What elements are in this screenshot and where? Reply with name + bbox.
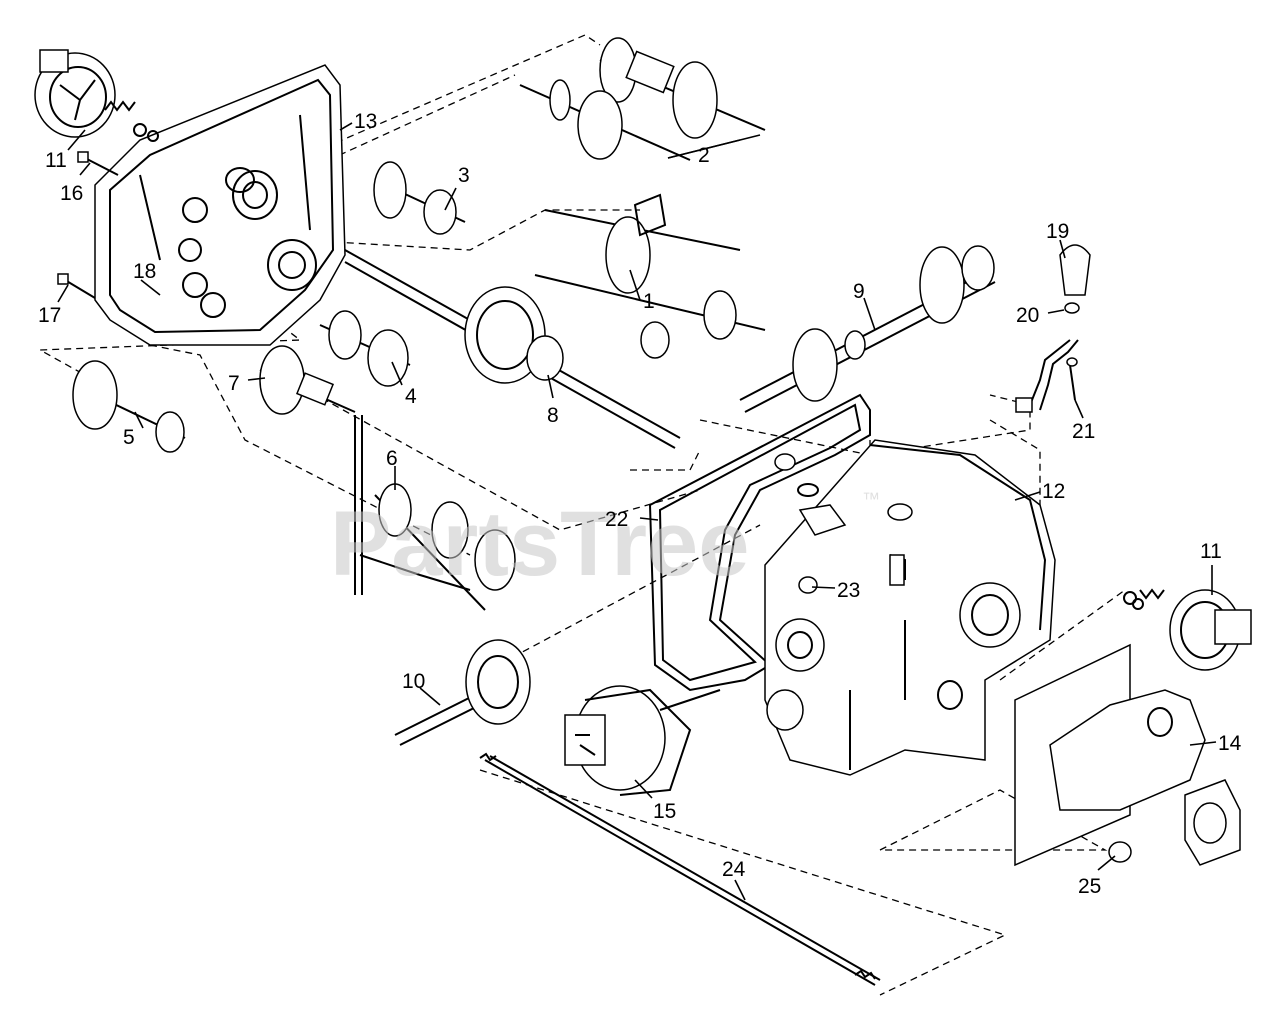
spring-washer-set-left bbox=[104, 100, 159, 142]
callout-19: 19 bbox=[1046, 220, 1069, 243]
bolt-17 bbox=[57, 273, 96, 299]
partstree-watermark: PartsTree ™ bbox=[330, 489, 880, 595]
bolt-16 bbox=[77, 151, 119, 176]
shift-lever-assembly bbox=[1015, 244, 1091, 413]
shaft-assembly-2 bbox=[519, 37, 766, 161]
callout-7: 7 bbox=[228, 372, 240, 395]
callout-18: 18 bbox=[133, 260, 156, 283]
gear-shaft-4 bbox=[319, 310, 411, 387]
callout-12: 12 bbox=[1042, 480, 1065, 503]
gear-shaft-10 bbox=[394, 639, 531, 746]
callout-25: 25 bbox=[1078, 875, 1101, 898]
callout-24: 24 bbox=[722, 858, 746, 881]
brake-assembly-14 bbox=[1014, 643, 1241, 867]
callout-9: 9 bbox=[853, 280, 865, 303]
shaft-assembly-1 bbox=[534, 193, 766, 359]
callout-6: 6 bbox=[386, 447, 398, 470]
gear-shaft-5 bbox=[72, 360, 186, 453]
shaft-9 bbox=[739, 245, 996, 413]
callout-14: 14 bbox=[1218, 732, 1242, 755]
gasket-22 bbox=[648, 393, 871, 692]
carrier-assembly-15 bbox=[564, 685, 721, 796]
svg-text:PartsTree: PartsTree bbox=[330, 493, 749, 595]
callout-11b: 11 bbox=[1200, 540, 1222, 563]
callout-20: 20 bbox=[1016, 304, 1039, 327]
callout-2: 2 bbox=[698, 144, 710, 167]
callout-10: 10 bbox=[402, 670, 425, 693]
callout-21: 21 bbox=[1072, 420, 1095, 443]
callout-15: 15 bbox=[653, 800, 676, 823]
axle-differential-8 bbox=[344, 249, 681, 449]
rod-24 bbox=[479, 752, 881, 986]
callout-4: 4 bbox=[405, 385, 417, 408]
callout-1: 1 bbox=[643, 290, 655, 313]
gear-shaft-3 bbox=[373, 161, 466, 235]
callout-16: 16 bbox=[60, 182, 83, 205]
callout-labels: 1 2 3 4 5 6 7 8 9 10 11 11 12 13 14 15 1… bbox=[38, 110, 1242, 898]
callout-11a: 11 bbox=[45, 149, 67, 172]
callout-5: 5 bbox=[123, 426, 135, 449]
shifter-assembly-6 bbox=[354, 415, 516, 611]
transmission-housing-12 bbox=[764, 439, 1056, 776]
svg-text:™: ™ bbox=[862, 489, 880, 509]
callout-13: 13 bbox=[354, 110, 377, 133]
hardware-23 bbox=[774, 453, 913, 594]
callout-23: 23 bbox=[837, 579, 860, 602]
callout-leader-lines bbox=[57, 122, 1217, 901]
gear-shaft-7 bbox=[259, 345, 356, 415]
axle-bearing-cover-right bbox=[1123, 588, 1252, 671]
callout-22: 22 bbox=[605, 508, 628, 531]
callout-3: 3 bbox=[458, 164, 470, 187]
axle-bearing-cover-left bbox=[34, 49, 116, 138]
callout-17: 17 bbox=[38, 304, 61, 327]
callout-8: 8 bbox=[547, 404, 559, 427]
